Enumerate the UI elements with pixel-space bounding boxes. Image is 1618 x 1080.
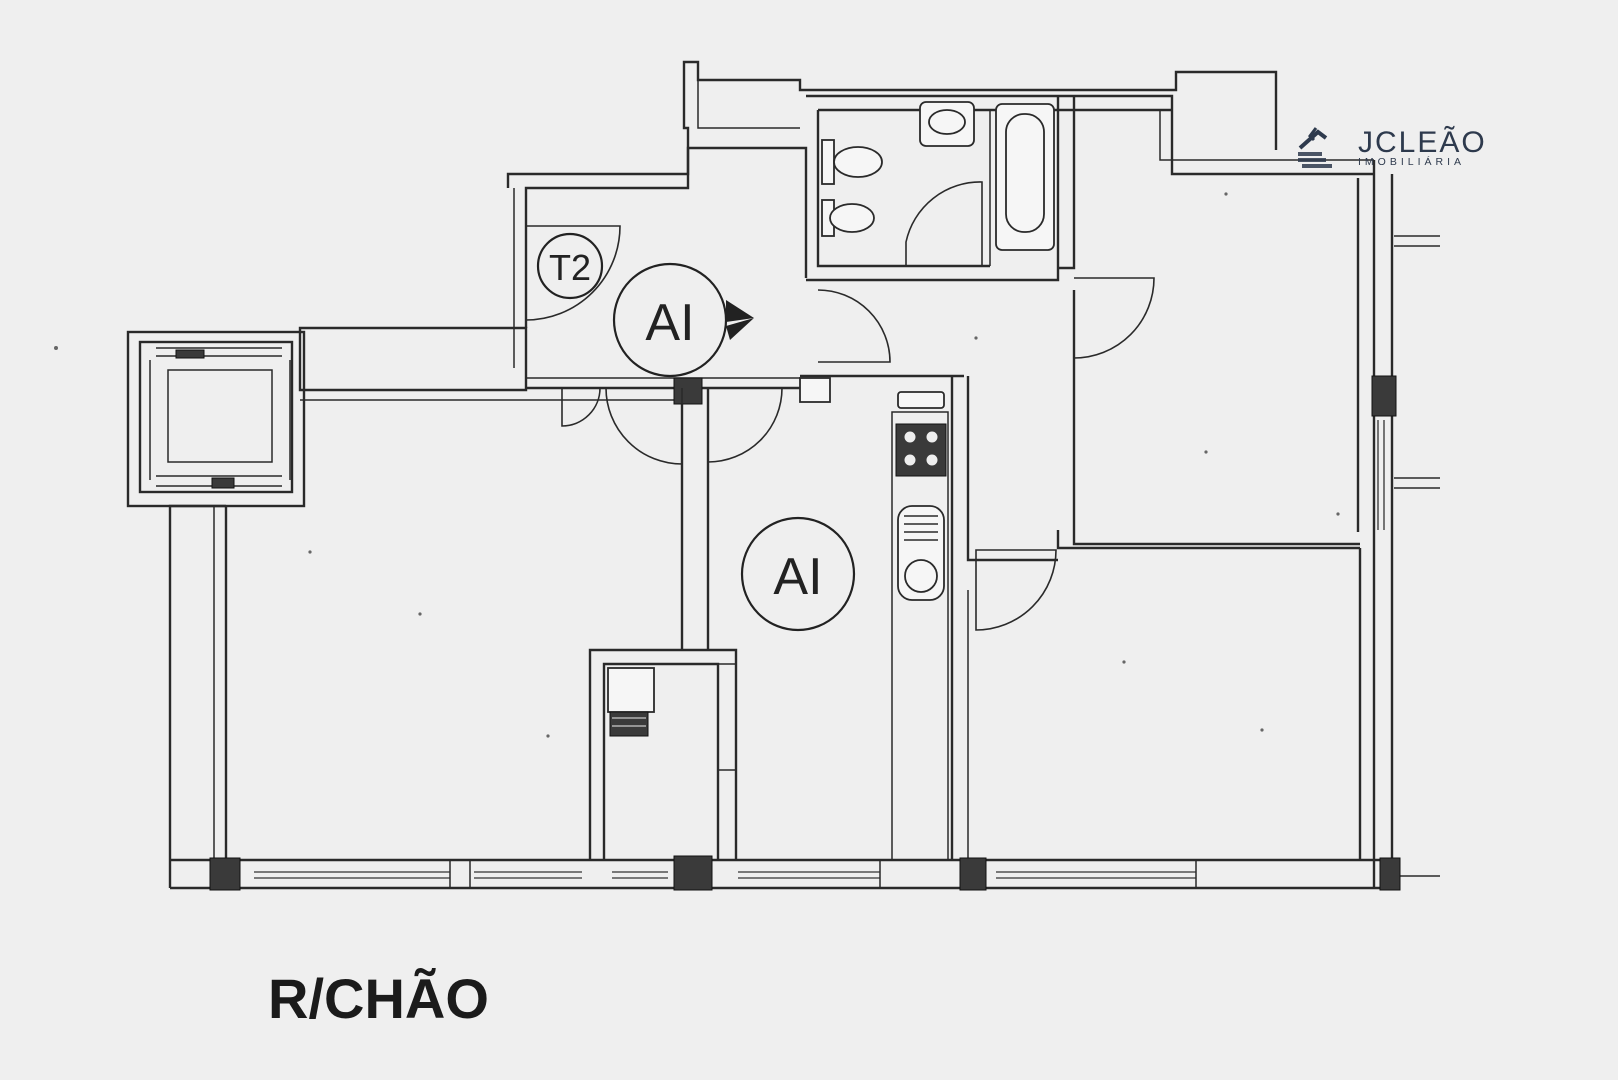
drafting-marks: [54, 192, 1340, 738]
tag-ai-hall-label: AI: [645, 294, 694, 352]
tag-t2: T2: [536, 232, 604, 300]
tag-t2-label: T2: [549, 247, 591, 288]
bathroom-fixtures: [821, 101, 1055, 251]
tag-ai-kitchen-label: AI: [773, 548, 822, 606]
kitchen-fixtures: [607, 391, 949, 861]
tag-ai-kitchen: AI: [740, 516, 856, 632]
doors: [525, 181, 1155, 631]
elevator-shaft: [126, 330, 306, 508]
room-tags: T2 AI AI: [536, 232, 856, 632]
house-stripes-icon: [1298, 127, 1332, 168]
brand-subtitle: IMOBILIÁRIA: [1358, 156, 1466, 168]
tag-ai-hall: AI: [612, 262, 754, 378]
exterior-walls: [168, 60, 1440, 890]
interior-walls: [526, 96, 1362, 860]
brand-watermark: JCLEÃO IMOBILIÁRIA: [1296, 124, 1506, 172]
brand-name: JCLEÃO: [1358, 126, 1487, 159]
facade-columns: [209, 375, 1401, 891]
floor-label: R/CHÃO: [268, 967, 489, 1030]
facade-windows: [254, 420, 1385, 888]
